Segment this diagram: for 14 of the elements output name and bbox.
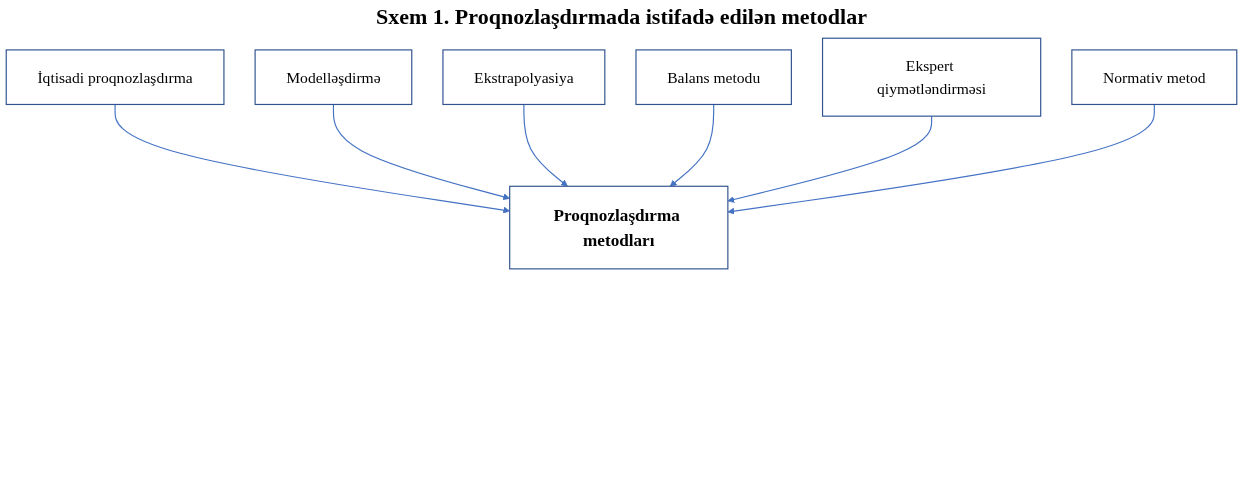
arrow — [114, 103, 510, 214]
node-box: Ekstrapolyasiya — [442, 49, 606, 106]
arrow — [669, 103, 715, 187]
node-box: Ekspert qiymətləndirməsi — [821, 37, 1042, 117]
node-box: Modelləşdirmə — [254, 49, 413, 106]
diagram-title: Sxem 1. Proqnozlaşdırmada istifadə edilən metodlar — [375, 4, 868, 30]
arrow — [727, 103, 1155, 215]
node-box: Proqnozlaşdırma metodları — [509, 185, 729, 270]
arrow — [332, 103, 510, 201]
node-box: Balans metodu — [635, 49, 792, 106]
arrow — [523, 103, 568, 187]
node-box: Normativ metod — [1071, 49, 1238, 106]
arrow — [727, 115, 933, 203]
node-box: İqtisadi proqnozlaşdırma — [5, 49, 225, 106]
